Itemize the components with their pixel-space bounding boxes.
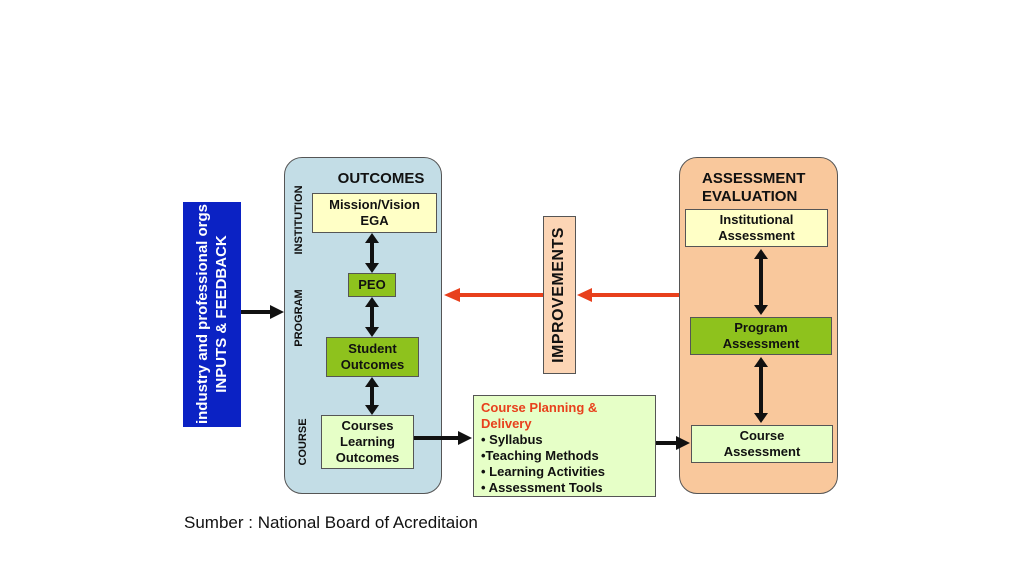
inputs-feedback-bar: industry and professional orgs INPUTS & …	[183, 202, 241, 427]
planning-item: • Learning Activities	[481, 464, 605, 479]
institutional-assessment-box: Institutional Assessment	[685, 209, 828, 247]
courses-line1: Courses	[341, 418, 394, 433]
course-assessment-line2: Assessment	[723, 444, 801, 459]
outcomes-title: OUTCOMES	[337, 170, 425, 187]
courses-line3: Outcomes	[335, 450, 400, 465]
assessment-title-line1: ASSESSMENT	[702, 170, 806, 187]
mission-line2: EGA	[360, 213, 389, 228]
program-line1: Program	[734, 320, 788, 335]
improvements-box: IMPROVEMENTS	[543, 216, 576, 374]
peo-box: PEO	[348, 273, 396, 297]
program-line2: Assessment	[722, 336, 800, 351]
source-caption: Sumber : National Board of Acreditaion	[184, 513, 478, 532]
mission-peo-arrow	[365, 233, 379, 273]
planning-title-line2: Delivery	[481, 416, 532, 431]
planning-assessment-arrow	[656, 436, 690, 450]
courses-learning-outcomes-box: Courses Learning Outcomes	[321, 415, 414, 469]
institutional-program-arrow	[754, 249, 768, 315]
assessment-title-line2: EVALUATION	[702, 188, 798, 205]
mission-vision-box: Mission/Vision EGA	[312, 193, 437, 233]
peo-student-arrow	[365, 297, 379, 337]
planning-item: •Teaching Methods	[481, 448, 599, 463]
student-line1: Student	[348, 341, 397, 356]
planning-item: • Assessment Tools	[481, 480, 603, 495]
improvements-outcomes-arrow	[444, 288, 543, 302]
inputs-arrow	[241, 305, 284, 319]
courses-planning-arrow	[414, 431, 472, 445]
peo-label: PEO	[358, 277, 386, 292]
assessment-improvements-arrow	[577, 288, 679, 302]
institutional-line1: Institutional	[719, 212, 794, 227]
course-planning-box: Course Planning & Delivery • Syllabus •T…	[473, 395, 656, 497]
assessment-title: ASSESSMENT EVALUATION	[702, 170, 832, 206]
institutional-line2: Assessment	[718, 228, 795, 243]
program-course-arrow	[754, 357, 768, 423]
course-assessment-line1: Course	[739, 428, 785, 443]
planning-title-line1: Course Planning &	[481, 400, 598, 415]
planning-item: • Syllabus	[481, 432, 543, 447]
course-assessment-box: Course Assessment	[691, 425, 833, 463]
student-outcomes-box: Student Outcomes	[326, 337, 419, 377]
mission-line1: Mission/Vision	[329, 197, 420, 212]
program-assessment-box: Program Assessment	[690, 317, 832, 355]
student-courses-arrow	[365, 377, 379, 415]
student-line2: Outcomes	[340, 357, 405, 372]
courses-line2: Learning	[340, 434, 395, 449]
